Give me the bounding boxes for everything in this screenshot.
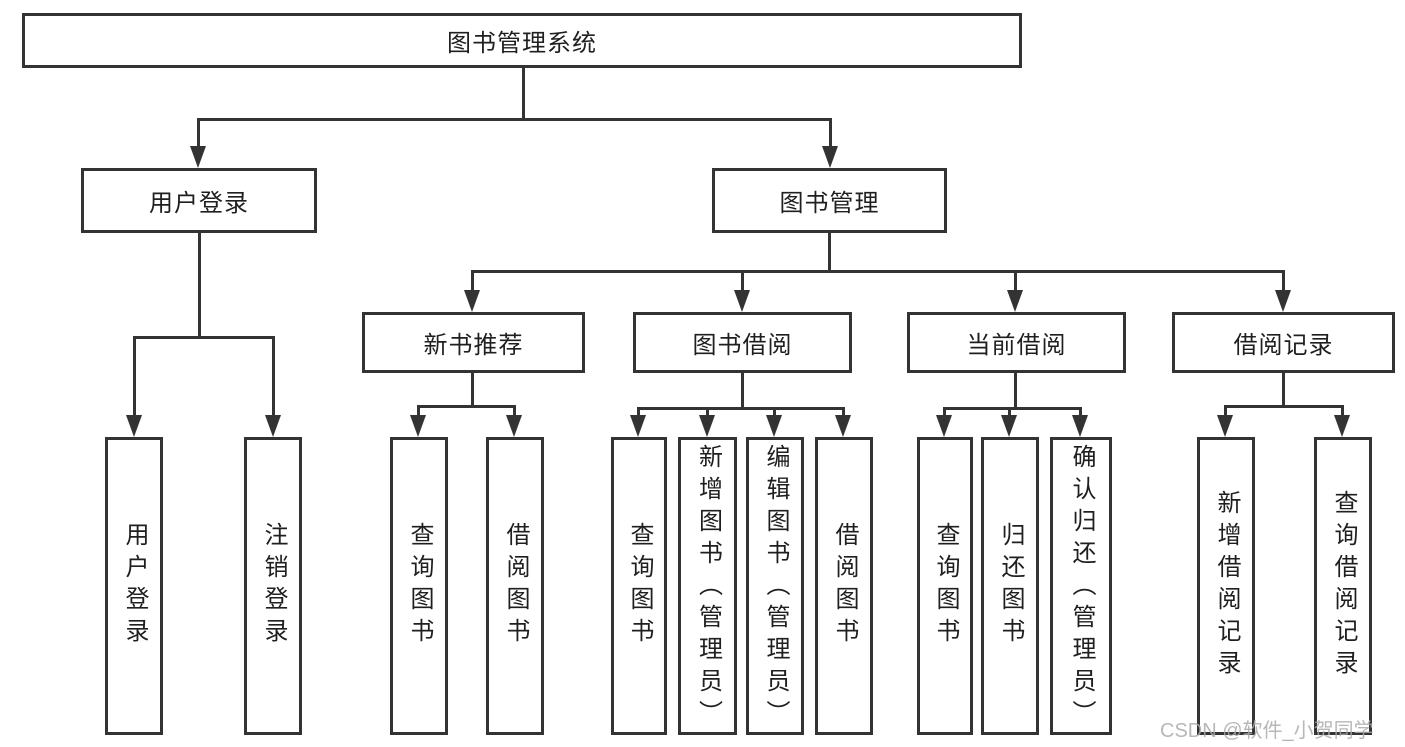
connector-line	[842, 407, 845, 417]
leaf-current-query-books-label: 查询图书	[932, 522, 959, 650]
arrow-down-icon	[1217, 415, 1233, 437]
leaf-add-books-admin: 新增图书（管理员）	[678, 437, 737, 735]
arrow-down-icon	[822, 146, 838, 168]
arrow-down-icon	[265, 415, 281, 437]
leaf-user-login-label: 用户登录	[121, 522, 148, 650]
arrow-down-icon	[835, 415, 851, 437]
arrow-down-icon	[506, 415, 522, 437]
arrow-down-icon	[1007, 290, 1023, 312]
arrow-down-icon	[464, 290, 480, 312]
leaf-return-books-label: 归还图书	[997, 522, 1024, 650]
connector-line	[133, 336, 136, 417]
arrow-down-icon	[1072, 415, 1088, 437]
connector-line	[522, 68, 525, 118]
arrow-down-icon	[1001, 415, 1017, 437]
connector-line	[198, 233, 201, 336]
arrow-down-icon	[410, 415, 426, 437]
leaf-current-query-books: 查询图书	[917, 437, 973, 735]
leaf-borrowing-query-books-label: 查询图书	[626, 522, 653, 650]
connector-line	[1008, 407, 1011, 417]
connector-line	[1224, 405, 1227, 417]
connector-line	[741, 373, 744, 407]
connector-line	[1224, 405, 1344, 408]
arrow-down-icon	[734, 290, 750, 312]
leaf-logout: 注销登录	[244, 437, 302, 735]
connector-line	[1282, 270, 1285, 292]
connector-line	[513, 405, 516, 417]
node-book-management: 图书管理	[712, 168, 947, 233]
leaf-edit-books-admin-label: 编辑图书（管理员）	[762, 444, 789, 732]
arrow-down-icon	[766, 415, 782, 437]
leaf-add-borrow-record: 新增借阅记录	[1197, 437, 1255, 735]
connector-line	[741, 270, 744, 292]
connector-line	[773, 407, 776, 417]
connector-line	[943, 407, 946, 417]
arrow-down-icon	[936, 415, 952, 437]
connector-line	[272, 336, 275, 417]
node-book-management-label: 图书管理	[779, 190, 880, 217]
leaf-recommend-query-books-label: 查询图书	[406, 522, 433, 650]
node-current-borrowing-label: 当前借阅	[966, 332, 1067, 359]
leaf-query-borrow-record-label: 查询借阅记录	[1330, 490, 1357, 682]
connector-line	[828, 233, 831, 270]
node-borrow-records: 借阅记录	[1172, 312, 1395, 373]
connector-line	[133, 336, 275, 339]
node-root: 图书管理系统	[22, 13, 1022, 68]
leaf-recommend-borrow-books-label: 借阅图书	[502, 522, 529, 650]
node-user-login: 用户登录	[81, 168, 317, 233]
leaf-add-borrow-record-label: 新增借阅记录	[1213, 490, 1240, 682]
leaf-borrowing-borrow-books-label: 借阅图书	[831, 522, 858, 650]
connector-line	[1014, 270, 1017, 292]
leaf-recommend-query-books: 查询图书	[390, 437, 448, 735]
node-book-borrowing: 图书借阅	[633, 312, 852, 373]
connector-line	[197, 118, 200, 148]
node-new-book-recommend: 新书推荐	[362, 312, 585, 373]
connector-line	[1014, 373, 1017, 407]
leaf-edit-books-admin: 编辑图书（管理员）	[746, 437, 804, 735]
leaf-return-books: 归还图书	[981, 437, 1039, 735]
leaf-query-borrow-record: 查询借阅记录	[1314, 437, 1372, 735]
leaf-borrowing-query-books: 查询图书	[611, 437, 667, 735]
arrow-down-icon	[126, 415, 142, 437]
leaf-recommend-borrow-books: 借阅图书	[486, 437, 544, 735]
node-user-login-label: 用户登录	[149, 190, 249, 217]
connector-line	[471, 373, 474, 405]
node-new-book-recommend-label: 新书推荐	[423, 332, 524, 359]
connector-line	[471, 270, 1285, 273]
node-borrow-records-label: 借阅记录	[1233, 332, 1334, 359]
arrow-down-icon	[699, 415, 715, 437]
connector-line	[197, 118, 832, 121]
arrow-down-icon	[1275, 290, 1291, 312]
arrow-down-icon	[190, 146, 206, 168]
node-root-label: 图书管理系统	[447, 30, 597, 57]
connector-line	[637, 407, 640, 417]
arrow-down-icon	[630, 415, 646, 437]
connector-line	[1282, 373, 1285, 405]
connector-line	[1079, 407, 1082, 417]
connector-line	[1341, 405, 1344, 417]
connector-line	[471, 270, 474, 292]
leaf-logout-label: 注销登录	[260, 522, 287, 650]
node-current-borrowing: 当前借阅	[907, 312, 1126, 373]
leaf-user-login: 用户登录	[105, 437, 163, 735]
connector-line	[706, 407, 709, 417]
leaf-confirm-return-admin: 确认归还（管理员）	[1050, 437, 1112, 735]
connector-line	[417, 405, 420, 417]
connector-line	[637, 407, 845, 410]
leaf-add-books-admin-label: 新增图书（管理员）	[694, 444, 722, 732]
connector-line	[829, 118, 832, 148]
leaf-borrowing-borrow-books: 借阅图书	[815, 437, 873, 735]
arrow-down-icon	[1334, 415, 1350, 437]
node-book-borrowing-label: 图书借阅	[692, 332, 793, 359]
connector-line	[417, 405, 516, 408]
csdn-watermark: CSDN @软件_小贺同学	[1160, 720, 1374, 742]
leaf-confirm-return-admin-label: 确认归还（管理员）	[1068, 444, 1095, 732]
connector-line	[943, 407, 1082, 410]
